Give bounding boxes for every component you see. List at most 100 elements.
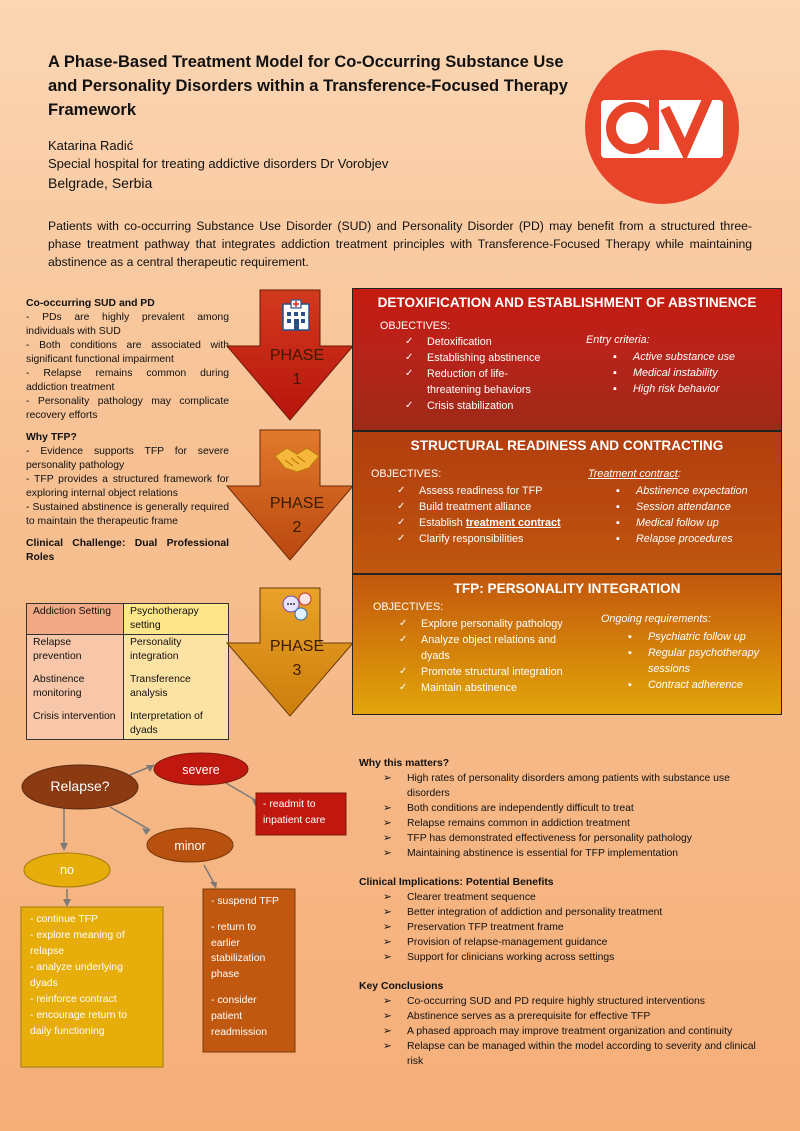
- phase-label-text: PHASE: [269, 638, 325, 655]
- handshake-icon: [274, 447, 320, 473]
- section-title: Key Conclusions: [359, 981, 444, 992]
- no-action-text: - continue TFP - explore meaning of rela…: [30, 912, 162, 1040]
- objective-item: Promote structural integration: [399, 664, 579, 680]
- spacer: [211, 983, 295, 993]
- affiliation: Special hospital for treating addictive …: [48, 156, 389, 171]
- phase-1-box: DETOXIFICATION AND ESTABLISHMENT OF ABST…: [352, 288, 782, 431]
- treatment-contract-heading: Treatment contract: [588, 468, 678, 480]
- objective-item: Clarify responsibilities: [397, 531, 597, 547]
- objective-item: Assess readiness for TFP: [397, 483, 597, 499]
- city: Belgrade, Serbia: [48, 175, 153, 191]
- phase-1-label: PHASE 1: [262, 344, 332, 392]
- phase-2-title: STRUCTURAL READINESS AND CONTRACTING: [410, 438, 724, 453]
- treatment-contract-label: Treatment contract:: [588, 468, 681, 480]
- section-title: Why this matters?: [359, 758, 450, 769]
- action-line: - continue TFP: [30, 914, 98, 925]
- hospital-icon: [282, 299, 310, 331]
- intro-text: Patients with co-occurring Substance Use…: [48, 219, 752, 269]
- treatment-contract-link[interactable]: treatment contract: [465, 517, 561, 529]
- table-cell: Interpretation of dyads: [123, 709, 229, 740]
- no-node: [23, 852, 111, 888]
- list-item: Relapse remains common in addiction trea…: [359, 816, 769, 831]
- criteria-item: Abstinence expectation: [616, 483, 748, 499]
- left-column: Co-occurring SUD and PD - PDs are highly…: [26, 297, 229, 565]
- action-line: patient: [211, 1010, 243, 1022]
- phase-3-label: PHASE 3: [262, 635, 332, 683]
- criteria-item: Active substance use: [613, 349, 735, 365]
- table-row: Crisis intervention Interpretation of dy…: [26, 709, 229, 740]
- table-cell: Crisis intervention: [26, 709, 124, 740]
- list-item: Both conditions are independently diffic…: [359, 801, 769, 816]
- phase-1-objectives: Detoxification Establishing abstinence R…: [405, 334, 575, 414]
- section-title-why-tfp: Why TFP?: [26, 432, 77, 443]
- phase-3-box: TFP: PERSONALITY INTEGRATION OBJECTIVES:…: [352, 574, 782, 715]
- phase-label-text: PHASE: [269, 347, 325, 364]
- right-column: Why this matters? High rates of personal…: [359, 756, 769, 1083]
- action-line: - analyze underlying: [30, 962, 123, 973]
- list-item: Better integration of addiction and pers…: [359, 905, 769, 920]
- poster-title: A Phase-Based Treatment Model for Co-Occ…: [48, 53, 568, 119]
- phase-2-arrow: [225, 429, 355, 561]
- criteria-item: Contract adherence: [628, 677, 778, 693]
- criteria-item: Regular psychotherapy sessions: [628, 645, 778, 677]
- phase-2-label: PHASE 2: [262, 492, 332, 540]
- severe-label: severe: [182, 763, 220, 777]
- action-line: dyads: [30, 978, 58, 989]
- objectives-label: OBJECTIVES:: [380, 320, 451, 332]
- criteria-item: Relapse procedures: [616, 531, 748, 547]
- relapse-label: Relapse?: [50, 778, 110, 794]
- list-item: - Relapse remains common during addictio…: [26, 368, 229, 393]
- table-cell: Abstinence monitoring: [26, 672, 124, 709]
- list-item: Co-occurring SUD and PD require highly s…: [359, 994, 769, 1009]
- list-item: Abstinence serves as a prerequisite for …: [359, 1009, 769, 1024]
- objective-item: Crisis stabilization: [405, 398, 575, 414]
- phase-2-box: STRUCTURAL READINESS AND CONTRACTING OBJ…: [352, 431, 782, 574]
- objective-item: Reduction of life-threatening behaviors: [405, 366, 537, 398]
- section-title-clinical-challenge: Clinical Challenge: Dual Professional Ro…: [26, 538, 229, 563]
- colon: :: [677, 468, 681, 480]
- objective-item: Analyze object relations and dyads: [399, 632, 579, 664]
- list-item: A phased approach may improve treatment …: [359, 1024, 769, 1039]
- phase-number: 3: [292, 662, 302, 679]
- criteria-item: Medical instability: [613, 365, 735, 381]
- action-line: - readmit to: [263, 799, 316, 810]
- criteria-item: Session attendance: [616, 499, 748, 515]
- list-item: Provision of relapse-management guidance: [359, 935, 769, 950]
- table-header-row: Addiction Setting Psychotherapy setting: [26, 603, 229, 635]
- author-block: Katarina Radić Special hospital for trea…: [48, 137, 388, 192]
- key-conclusions-section: Key Conclusions Co-occurring SUD and PD …: [359, 979, 769, 1069]
- phase-3-objectives: Explore personality pathology Analyze ob…: [399, 616, 579, 696]
- objective-item: Detoxification: [405, 334, 575, 350]
- objectives-label: OBJECTIVES:: [371, 468, 442, 480]
- criteria-item: Psychiatric follow up: [628, 629, 778, 645]
- table-header-cell: Addiction Setting: [26, 603, 124, 635]
- phase-number: 1: [292, 371, 302, 388]
- phase-3-criteria: Psychiatric follow up Regular psychother…: [628, 629, 778, 693]
- minor-action-text: - suspend TFP - return to earlier stabil…: [211, 894, 295, 1040]
- relapse-flowchart: [20, 752, 347, 1068]
- list-item: Preservation TFP treatment frame: [359, 920, 769, 935]
- table-header-cell: Psychotherapy setting: [123, 603, 229, 635]
- no-action-box: [20, 906, 164, 1068]
- list-item: - PDs are highly prevalent among individ…: [26, 312, 229, 337]
- list-item: - Both conditions are associated with si…: [26, 340, 229, 365]
- entry-criteria-label: Entry criteria:: [586, 334, 650, 346]
- criteria-item: High risk behavior: [613, 381, 735, 397]
- phase-3-title: TFP: PERSONALITY INTEGRATION: [453, 581, 681, 596]
- objective-item: Establish treatment contract: [397, 515, 597, 531]
- connector: [109, 806, 151, 831]
- action-line: inpatient care: [263, 815, 326, 826]
- clinical-implications-section: Clinical Implications: Potential Benefit…: [359, 875, 769, 965]
- section-title: Clinical Implications: Potential Benefit…: [359, 877, 554, 888]
- table-row: Abstinence monitoring Transference analy…: [26, 672, 229, 709]
- table-cell: Transference analysis: [123, 672, 229, 709]
- phase-arrows: [225, 289, 355, 717]
- list-item: Maintaining abstinence is essential for …: [359, 846, 769, 861]
- action-line: stabilization: [211, 953, 266, 965]
- table-cell: Personality integration: [123, 634, 229, 672]
- action-line: - consider: [211, 994, 257, 1006]
- objective-item: Explore personality pathology: [399, 616, 579, 632]
- author-name: Katarina Radić: [48, 138, 134, 153]
- criteria-item: Medical follow up: [616, 515, 748, 531]
- why-this-matters-section: Why this matters? High rates of personal…: [359, 756, 769, 861]
